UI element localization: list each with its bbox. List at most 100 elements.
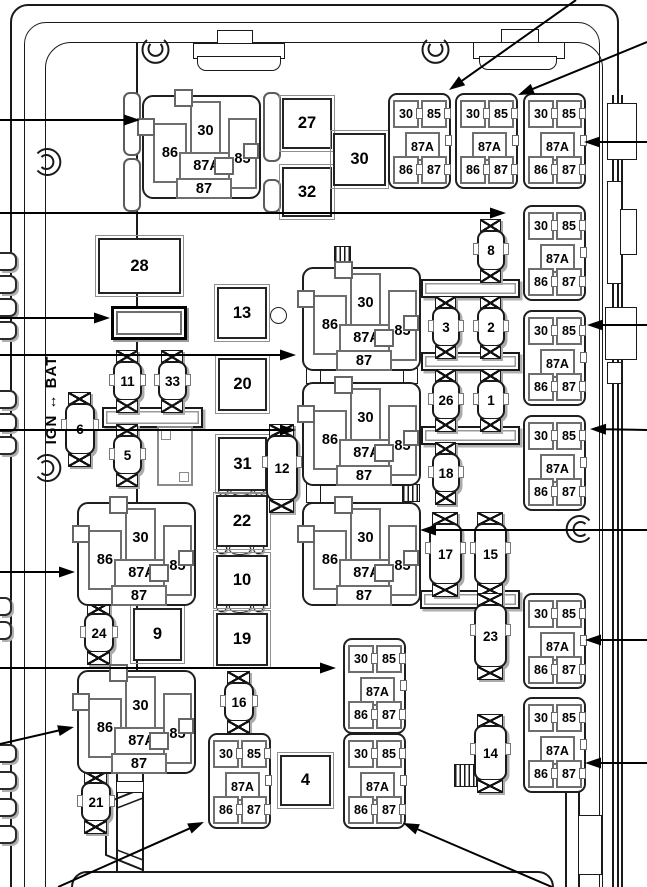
fuse-cap bbox=[480, 219, 501, 233]
fuse-holder bbox=[111, 306, 187, 340]
relay-pin-lug bbox=[579, 381, 586, 392]
relay-large-mid-1: 308687A8587 bbox=[297, 261, 421, 371]
relay-pin-lug bbox=[551, 712, 558, 723]
relay-terminal-square bbox=[334, 261, 353, 279]
relay-pin-lug bbox=[579, 768, 586, 779]
relay-pin-87: 87 bbox=[336, 350, 392, 371]
fuse-17: 17 bbox=[425, 512, 466, 597]
relay-pin-lug bbox=[579, 486, 586, 497]
right-rail-line bbox=[621, 95, 623, 887]
relay-pin-lug bbox=[511, 108, 518, 119]
relay-pin-lug bbox=[371, 804, 378, 815]
relay-pin-30: 30 bbox=[125, 676, 156, 733]
component-box-4: 4 bbox=[276, 751, 335, 810]
relay-pin-85: 85 bbox=[556, 317, 582, 345]
mounting-clip-icon bbox=[139, 33, 178, 67]
slot-pin bbox=[123, 158, 141, 212]
fuse-5: 5 bbox=[109, 424, 146, 487]
component-box-20: 20 bbox=[214, 354, 271, 415]
fuse-body: 18 bbox=[428, 453, 464, 493]
fuse-15: 15 bbox=[470, 512, 511, 597]
relay-pin-87: 87 bbox=[176, 178, 232, 199]
relay-pin-lug bbox=[483, 108, 490, 119]
relay-pin-lug bbox=[551, 768, 558, 779]
fuse-number: 17 bbox=[437, 546, 454, 562]
relay-pin-lug bbox=[551, 325, 558, 336]
relay-terminal-square bbox=[374, 444, 394, 462]
relay-pin-lug bbox=[579, 108, 586, 119]
relay-large-left-2: 308687A8587 bbox=[72, 664, 196, 774]
fuse-cap bbox=[68, 392, 91, 406]
relay-pin-lug bbox=[236, 748, 243, 759]
relay-pin-87: 87 bbox=[336, 585, 392, 606]
box-number: 9 bbox=[152, 625, 163, 643]
fuse-number: 26 bbox=[438, 392, 454, 408]
screw-post-icon bbox=[270, 307, 287, 324]
relay-pin-lug bbox=[551, 664, 558, 675]
edge-tab bbox=[607, 103, 637, 160]
fuse-body: 23 bbox=[470, 604, 511, 668]
fuse-cap bbox=[87, 651, 110, 665]
relay-pin-lug bbox=[579, 325, 586, 336]
relay-pin-30: 30 bbox=[350, 273, 381, 330]
relay-pin-30: 30 bbox=[350, 508, 381, 565]
edge-connector-ribs bbox=[0, 744, 17, 844]
fuse-16: 16 bbox=[220, 671, 258, 734]
fuse-body: 8 bbox=[473, 230, 509, 271]
fuse-18: 18 bbox=[428, 442, 464, 505]
component-box-19: 19 bbox=[212, 609, 272, 670]
relay-pin-lug bbox=[551, 164, 558, 175]
relay-pin-87: 87 bbox=[111, 585, 167, 606]
relay-pin-87: 87 bbox=[336, 465, 392, 486]
fuse-6: 6 bbox=[61, 392, 99, 467]
relay-pin-lug bbox=[264, 804, 271, 815]
fuse-cap bbox=[432, 512, 458, 526]
relay-pin-30: 30 bbox=[528, 100, 554, 128]
fuse-body: 12 bbox=[262, 435, 302, 501]
relay-terminal-square bbox=[403, 315, 419, 331]
relay-pin-30: 30 bbox=[348, 645, 374, 673]
relay-terminal-square bbox=[174, 89, 193, 107]
box-number: 31 bbox=[233, 454, 252, 473]
fuse-12: 12 bbox=[262, 424, 302, 513]
fuse-body: 16 bbox=[220, 682, 258, 722]
top-bracket-plate bbox=[197, 56, 281, 71]
component-box-32: 32 bbox=[278, 163, 336, 221]
relay-terminal-square bbox=[374, 564, 394, 582]
relay-pin-lug bbox=[265, 775, 272, 786]
fuse-cap bbox=[432, 583, 458, 597]
fuse-number: 6 bbox=[76, 421, 84, 437]
fuse-number: 23 bbox=[482, 628, 499, 644]
relay-terminal-square bbox=[149, 564, 169, 582]
relay-pin-lug bbox=[580, 739, 587, 750]
relay-pin-lug bbox=[551, 276, 558, 287]
right-rail-line bbox=[612, 95, 614, 887]
relay-terminal-square bbox=[374, 329, 394, 347]
relay-pin-lug bbox=[579, 608, 586, 619]
component-box-28: 28 bbox=[94, 234, 185, 298]
mounting-clip-icon bbox=[30, 140, 64, 179]
edge-tab bbox=[605, 307, 637, 360]
relay-terminal-square bbox=[214, 157, 234, 175]
component-box-30: 30 bbox=[329, 129, 390, 190]
relay-pin-86: 86 bbox=[528, 656, 554, 684]
fuse-number: 1 bbox=[487, 392, 495, 408]
fuse-body: 1 bbox=[473, 380, 509, 420]
relay-pin-86: 86 bbox=[528, 156, 554, 184]
relay-terminal-square bbox=[109, 496, 128, 514]
fuse-body: 5 bbox=[109, 435, 146, 475]
fuse-14: 14 bbox=[470, 714, 511, 793]
relay-pin-lug bbox=[511, 164, 518, 175]
edge-connector-ribs bbox=[0, 390, 17, 455]
fuse-cap bbox=[480, 418, 501, 432]
relay-pin-lug bbox=[551, 486, 558, 497]
fuse-number: 8 bbox=[487, 243, 495, 258]
relay-pin-lug bbox=[444, 108, 451, 119]
fuse-11: 11 bbox=[109, 350, 146, 413]
fusebox-inner-shell bbox=[45, 42, 603, 887]
edge-tab bbox=[607, 362, 622, 384]
